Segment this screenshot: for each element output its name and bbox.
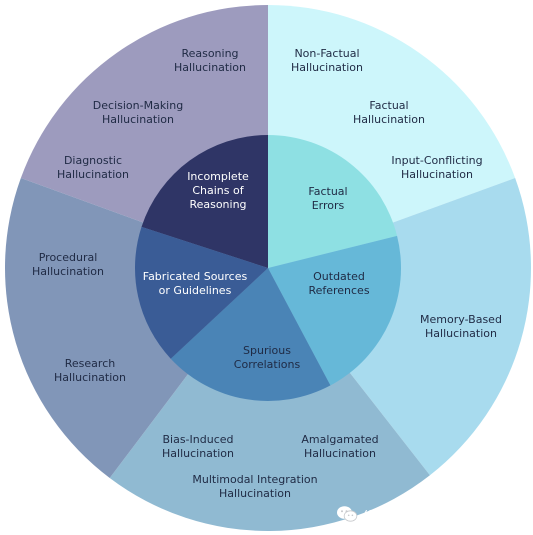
inner-segment-factual — [268, 135, 398, 268]
inner-segment-outdated — [268, 235, 402, 386]
inner-segment-fabricated — [134, 226, 268, 359]
inner-segment-incomplete — [141, 135, 268, 268]
wechat-icon — [337, 506, 358, 522]
inner-segment-spurious — [170, 268, 331, 402]
watermark-text: 公众号 · 知识图谱科技 — [362, 507, 487, 523]
watermark: 公众号 · 知识图谱科技 — [336, 504, 486, 524]
